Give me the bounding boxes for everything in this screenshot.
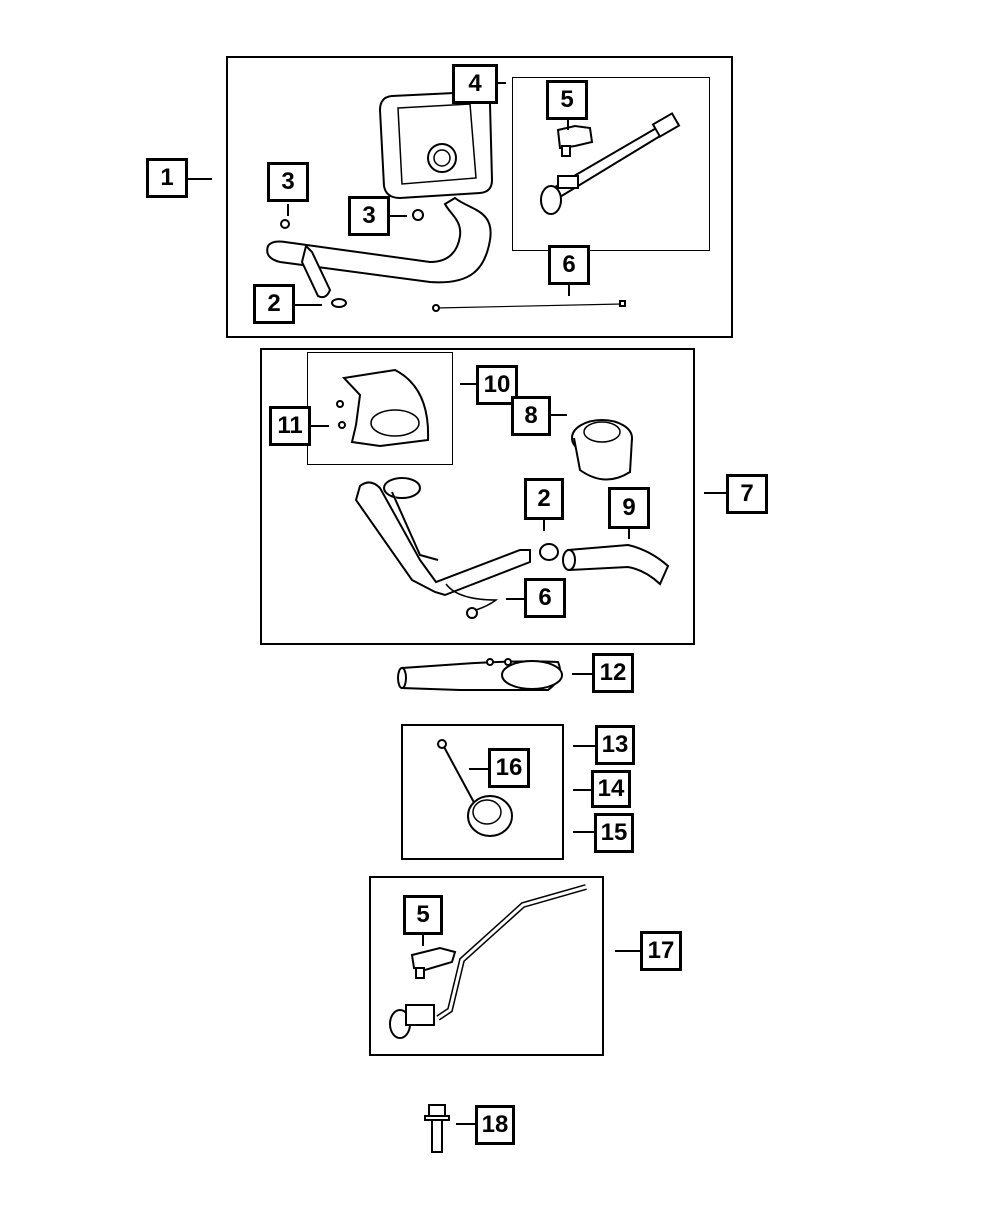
callout-5b[interactable]: 5 bbox=[403, 895, 443, 935]
group-7-frame bbox=[260, 348, 695, 645]
fuel-cap-illustration bbox=[437, 739, 513, 837]
callout-15[interactable]: 15 bbox=[594, 813, 634, 853]
callout-16[interactable]: 16 bbox=[488, 748, 530, 788]
clip-b bbox=[412, 209, 424, 221]
bolt-illustration bbox=[424, 1104, 450, 1153]
fuel-fill-housing-illustration bbox=[378, 90, 494, 200]
clip-a bbox=[280, 219, 290, 229]
callout-5a[interactable]: 5 bbox=[546, 80, 588, 120]
callout-2a[interactable]: 2 bbox=[253, 284, 295, 324]
callout-18[interactable]: 18 bbox=[475, 1105, 515, 1145]
leader-10 bbox=[460, 383, 476, 385]
leader-8 bbox=[549, 414, 567, 416]
callout-17[interactable]: 17 bbox=[640, 931, 682, 971]
hose-illustration bbox=[566, 543, 670, 586]
callout-13[interactable]: 13 bbox=[595, 725, 635, 765]
leader-17 bbox=[615, 950, 640, 952]
leader-5b bbox=[422, 934, 424, 946]
filler-tube-illustration bbox=[266, 196, 492, 299]
capless-neck-illustration bbox=[571, 419, 633, 481]
clamp-b bbox=[539, 543, 559, 561]
group-17-frame bbox=[369, 876, 604, 1056]
leader-13 bbox=[573, 745, 595, 747]
leader-6b bbox=[506, 598, 526, 600]
leader-14 bbox=[573, 789, 595, 791]
cap-group-frame bbox=[401, 724, 564, 860]
callout-7[interactable]: 7 bbox=[726, 474, 768, 514]
group-1-frame bbox=[226, 56, 733, 338]
strap-b bbox=[445, 583, 499, 611]
sensor-subframe bbox=[512, 77, 710, 251]
leader-2a bbox=[294, 304, 322, 306]
callout-4[interactable]: 4 bbox=[452, 64, 498, 104]
leader-7 bbox=[704, 492, 726, 494]
leader-4 bbox=[498, 82, 506, 84]
clamp-a bbox=[331, 298, 347, 308]
callout-6a[interactable]: 6 bbox=[548, 245, 590, 285]
leader-2b bbox=[543, 519, 545, 531]
leader-18 bbox=[456, 1123, 476, 1125]
callout-2b[interactable]: 2 bbox=[524, 478, 564, 520]
callout-3b[interactable]: 3 bbox=[348, 196, 390, 236]
leader-15 bbox=[573, 831, 595, 833]
callout-12[interactable]: 12 bbox=[592, 653, 634, 693]
leader-16 bbox=[469, 768, 489, 770]
callout-9[interactable]: 9 bbox=[608, 487, 650, 529]
callout-1[interactable]: 1 bbox=[146, 158, 188, 198]
callout-11[interactable]: 11 bbox=[269, 406, 311, 446]
bracket-illustration bbox=[336, 368, 430, 448]
funnel-illustration bbox=[397, 658, 563, 691]
leader-11 bbox=[309, 425, 329, 427]
leader-1 bbox=[188, 178, 212, 180]
leader-3a bbox=[287, 204, 289, 216]
callout-3a[interactable]: 3 bbox=[267, 162, 309, 202]
callout-6b[interactable]: 6 bbox=[524, 578, 566, 618]
filler-neck-illustration bbox=[354, 477, 531, 597]
sensor-a-illustration bbox=[540, 112, 681, 215]
callout-8[interactable]: 8 bbox=[511, 396, 551, 436]
leader-12 bbox=[572, 673, 592, 675]
strap-a bbox=[435, 303, 623, 309]
leader-6a bbox=[568, 284, 570, 296]
leader-5a bbox=[567, 118, 569, 130]
callout-14[interactable]: 14 bbox=[591, 770, 631, 808]
vent-tube-illustration bbox=[389, 884, 587, 1039]
leader-9 bbox=[628, 527, 630, 539]
leader-3b bbox=[389, 215, 407, 217]
